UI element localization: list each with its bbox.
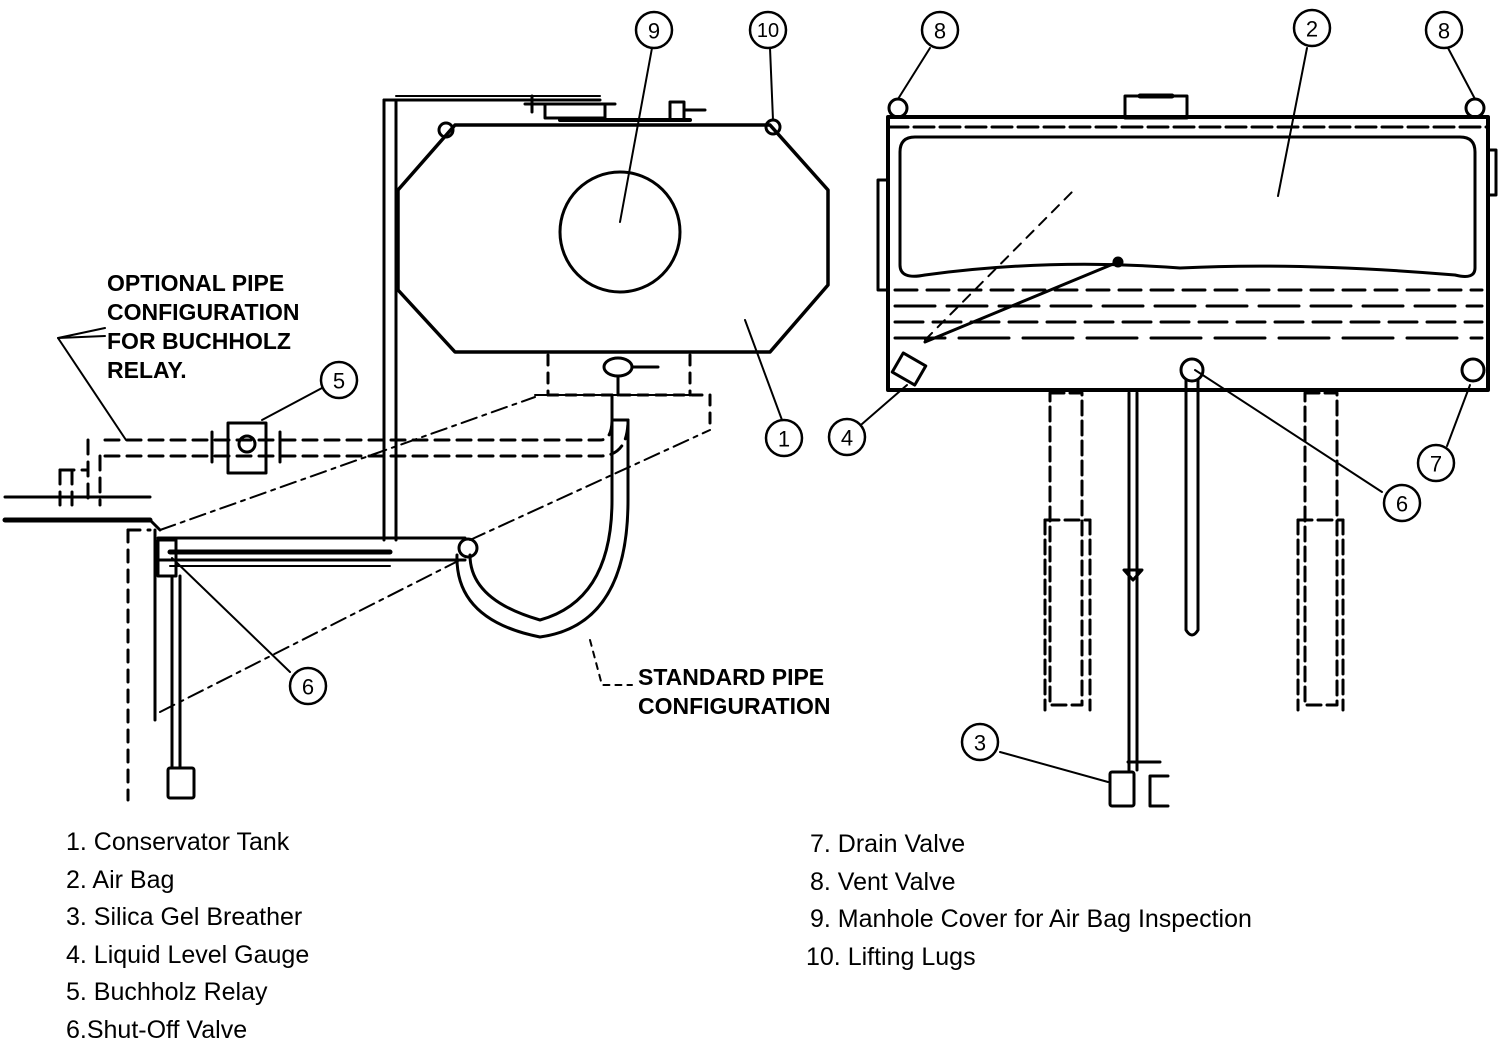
conservator-tank-side-view bbox=[876, 93, 1498, 808]
legend-item: 5. Buchholz Relay bbox=[66, 978, 268, 1006]
standard-pipe-note: STANDARD PIPE CONFIGURATION bbox=[638, 664, 831, 719]
callout-1: 1 bbox=[778, 427, 790, 452]
callout-3: 3 bbox=[974, 731, 986, 756]
legend-item: 3. Silica Gel Breather bbox=[66, 903, 303, 931]
main-pipe bbox=[2, 495, 467, 567]
callout-8b: 8 bbox=[1438, 19, 1450, 44]
legend-item: 8. Vent Valve bbox=[810, 867, 956, 896]
callout-5: 5 bbox=[333, 369, 345, 394]
svg-text:FOR BUCHHOLZ: FOR BUCHHOLZ bbox=[107, 328, 291, 354]
svg-text:CONFIGURATION: CONFIGURATION bbox=[638, 693, 831, 719]
legend-item: 4. Liquid Level Gauge bbox=[66, 940, 310, 969]
svg-text:OPTIONAL PIPE: OPTIONAL PIPE bbox=[107, 270, 284, 296]
callout-8a: 8 bbox=[934, 19, 946, 44]
legend-item: 9. Manhole Cover for Air Bag Inspection bbox=[810, 905, 1252, 933]
optional-pipe-note: OPTIONAL PIPE CONFIGURATION FOR BUCHHOLZ… bbox=[107, 270, 300, 383]
callout-6b: 6 bbox=[1396, 492, 1408, 517]
buchholz-relay bbox=[226, 421, 268, 475]
legend-left: 1. Conservator Tank 2. Air Bag 3. Silica… bbox=[66, 824, 309, 1046]
callout-9: 9 bbox=[648, 19, 660, 44]
callout-10: 10 bbox=[757, 20, 779, 42]
legend-item: 2. Air Bag bbox=[66, 865, 175, 894]
legend-item: 1. Conservator Tank bbox=[66, 828, 290, 856]
transformer-outline-left bbox=[126, 528, 152, 802]
legend-item: 7. Drain Valve bbox=[810, 830, 966, 858]
svg-text:CONFIGURATION: CONFIGURATION bbox=[107, 299, 300, 325]
callout-6a: 6 bbox=[302, 675, 314, 700]
legend-item: 6.Shut-Off Valve bbox=[66, 1015, 248, 1044]
callout-2: 2 bbox=[1306, 17, 1318, 42]
legend-item: 10. Lifting Lugs bbox=[806, 942, 976, 971]
svg-text:STANDARD PIPE: STANDARD PIPE bbox=[638, 664, 824, 690]
conservator-tank-end-view bbox=[382, 94, 830, 542]
optional-pipe bbox=[58, 418, 630, 507]
standard-pipe bbox=[455, 393, 630, 639]
svg-text:RELAY.: RELAY. bbox=[107, 357, 187, 383]
callout-4: 4 bbox=[841, 426, 853, 451]
legend-right: 7. Drain Valve 8. Vent Valve 9. Manhole … bbox=[806, 826, 1252, 976]
callout-7: 7 bbox=[1430, 452, 1442, 477]
